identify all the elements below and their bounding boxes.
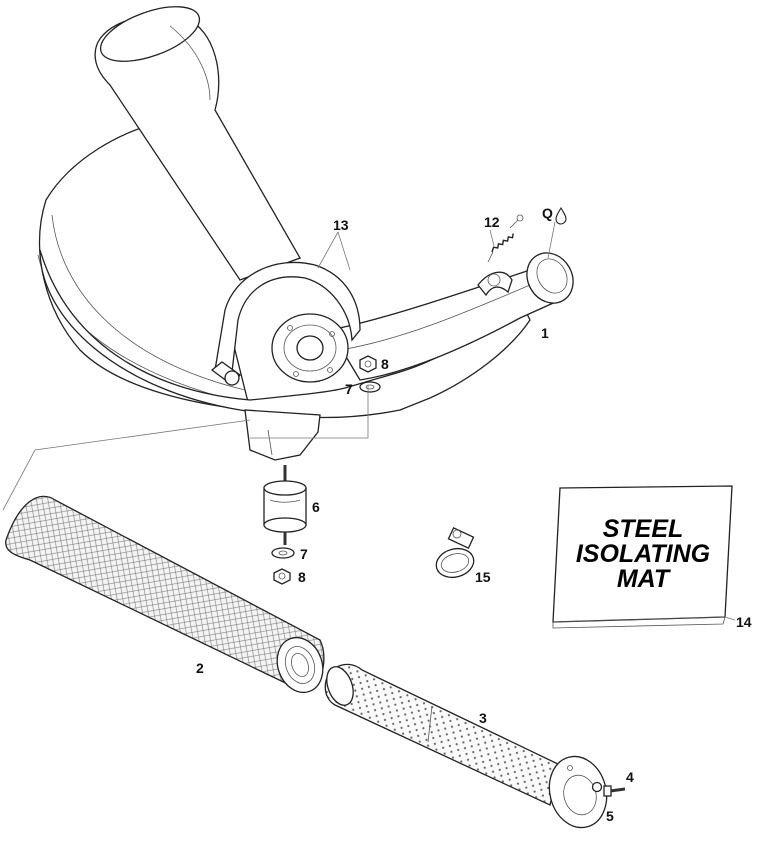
washer-lower [271, 547, 295, 559]
clamp-strap [210, 261, 361, 386]
tension-spring [487, 214, 524, 263]
insulation-wrap [5, 495, 325, 694]
hose-clamp [435, 527, 475, 579]
callout-labels: 1 2 3 4 5 6 7 7 8 8 12 13 14 15 Q [196, 205, 752, 824]
callout-q: Q [542, 205, 553, 221]
mounting-bracket [244, 409, 321, 461]
callout-5: 5 [606, 808, 614, 824]
callout-14: 14 [736, 614, 752, 630]
screw [603, 785, 626, 797]
mat-label-line1: STEEL [603, 515, 684, 543]
callout-8-upper: 8 [381, 356, 389, 372]
isolating-mat: STEEL ISOLATING MAT [552, 485, 733, 629]
callout-4: 4 [626, 769, 634, 785]
callout-1: 1 [541, 325, 549, 341]
callout-7-upper: 7 [345, 381, 353, 397]
callout-12: 12 [484, 214, 500, 230]
callout-8-lower: 8 [298, 569, 306, 585]
mat-label-line3: MAT [617, 565, 672, 593]
inlet-tube [94, 6, 301, 281]
outlet-pipe [328, 252, 574, 381]
callout-3: 3 [479, 710, 487, 726]
nut-upper [359, 355, 377, 373]
washer-upper [359, 381, 381, 393]
callout-2: 2 [196, 660, 204, 676]
perforated-tube [324, 663, 561, 806]
end-flange [548, 755, 608, 829]
callout-7-lower: 7 [300, 546, 308, 562]
rubber-mount [263, 465, 307, 545]
oil-drop-icon [555, 206, 567, 225]
mat-label-line2: ISOLATING [576, 540, 710, 568]
callout-13: 13 [333, 217, 349, 233]
callout-6: 6 [312, 499, 320, 515]
nut-lower [273, 568, 291, 585]
callout-15: 15 [475, 569, 491, 585]
leader-lines [2, 221, 736, 621]
